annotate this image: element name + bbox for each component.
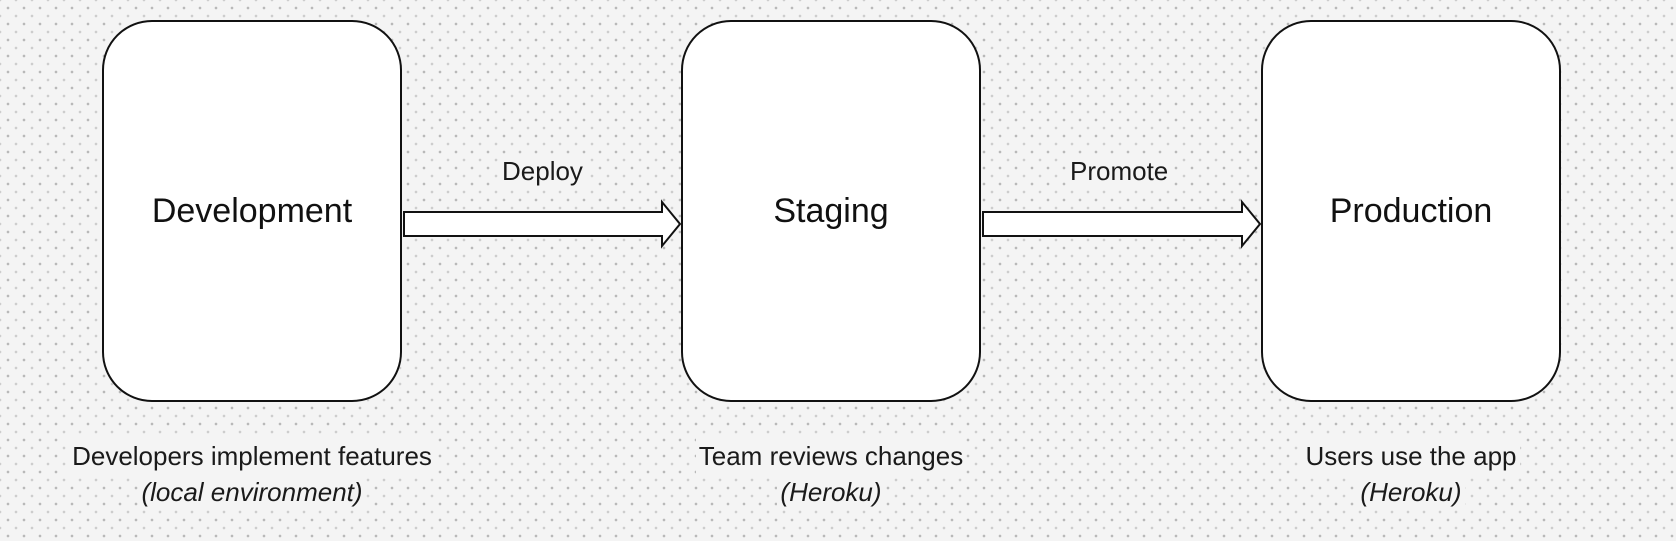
production-caption: Users use the app (Heroku) (1191, 438, 1631, 510)
production-caption-sub: (Heroku) (1357, 474, 1465, 510)
staging-caption: Team reviews changes (Heroku) (611, 438, 1051, 510)
development-caption-sub: (local environment) (138, 474, 366, 510)
development-caption-text: Developers implement features (69, 438, 435, 474)
development-caption: Developers implement features (local env… (32, 438, 472, 510)
promote-arrow (982, 199, 1262, 249)
production-box: Production (1261, 20, 1561, 402)
staging-caption-text: Team reviews changes (695, 438, 967, 474)
staging-title: Staging (769, 189, 893, 233)
development-box: Development (102, 20, 402, 402)
deploy-arrow (403, 199, 682, 249)
staging-box: Staging (681, 20, 981, 402)
development-title: Development (147, 189, 357, 233)
promote-label: Promote (1066, 156, 1173, 187)
production-caption-text: Users use the app (1302, 438, 1520, 474)
deploy-label: Deploy (498, 156, 587, 187)
production-title: Production (1325, 189, 1497, 233)
staging-caption-sub: (Heroku) (777, 474, 885, 510)
